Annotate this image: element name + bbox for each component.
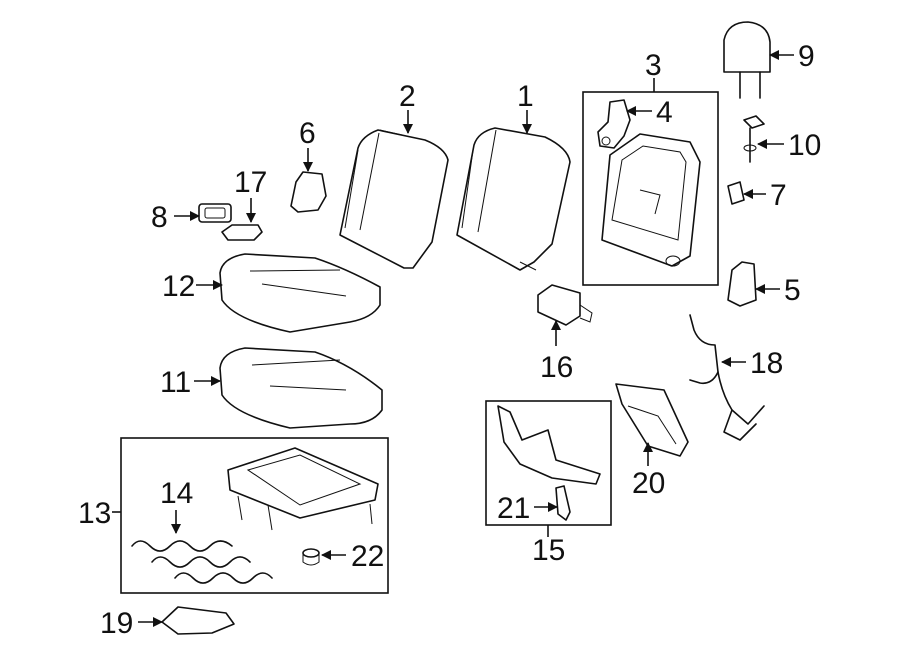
callout-7: 7 (770, 179, 787, 212)
callout-17: 17 (234, 166, 267, 199)
bracket-15[interactable] (497, 405, 601, 485)
cover-19[interactable] (161, 606, 235, 635)
handle-8[interactable] (198, 203, 232, 223)
callout-11: 11 (160, 366, 191, 399)
guide-10[interactable] (743, 115, 765, 163)
seat-frame[interactable] (227, 447, 379, 531)
callout-3: 3 (645, 49, 662, 82)
cover-5[interactable] (727, 261, 757, 307)
callout-15: 15 (532, 534, 565, 567)
callout-18: 18 (750, 347, 783, 380)
callout-6: 6 (299, 117, 316, 150)
headrest-9[interactable] (723, 21, 771, 99)
motor-16[interactable] (537, 284, 593, 326)
callout-5: 5 (784, 274, 801, 307)
bracket-17[interactable] (221, 224, 263, 241)
bushing-22[interactable] (302, 548, 320, 566)
group-box-3 (582, 91, 719, 286)
callout-13: 13 (78, 497, 111, 530)
group-box-13 (120, 437, 389, 594)
callout-16: 16 (540, 351, 573, 384)
callout-2: 2 (399, 80, 416, 113)
seatback-1[interactable] (456, 127, 571, 271)
cushion-12[interactable] (219, 253, 381, 333)
callout-8: 8 (151, 201, 168, 234)
callout-21: 21 (497, 492, 530, 525)
callout-4: 4 (656, 96, 673, 129)
trim-cover-6[interactable] (290, 171, 327, 213)
clip-21[interactable] (555, 485, 571, 521)
callout-12: 12 (162, 270, 195, 303)
clip-7[interactable] (727, 181, 745, 205)
seatback-2[interactable] (339, 129, 449, 269)
callout-22: 22 (351, 540, 384, 573)
frame-3[interactable] (601, 133, 701, 267)
callout-19: 19 (100, 607, 133, 640)
callout-10: 10 (788, 129, 821, 162)
callout-20: 20 (632, 467, 665, 500)
harness-18[interactable] (689, 314, 765, 441)
cushion-pad-11[interactable] (219, 347, 383, 429)
panel-20[interactable] (615, 383, 689, 457)
callout-14: 14 (160, 477, 193, 510)
recliner-4[interactable] (597, 99, 631, 149)
callout-9: 9 (798, 40, 815, 73)
callout-1: 1 (517, 80, 534, 113)
springs-14[interactable] (131, 540, 273, 584)
